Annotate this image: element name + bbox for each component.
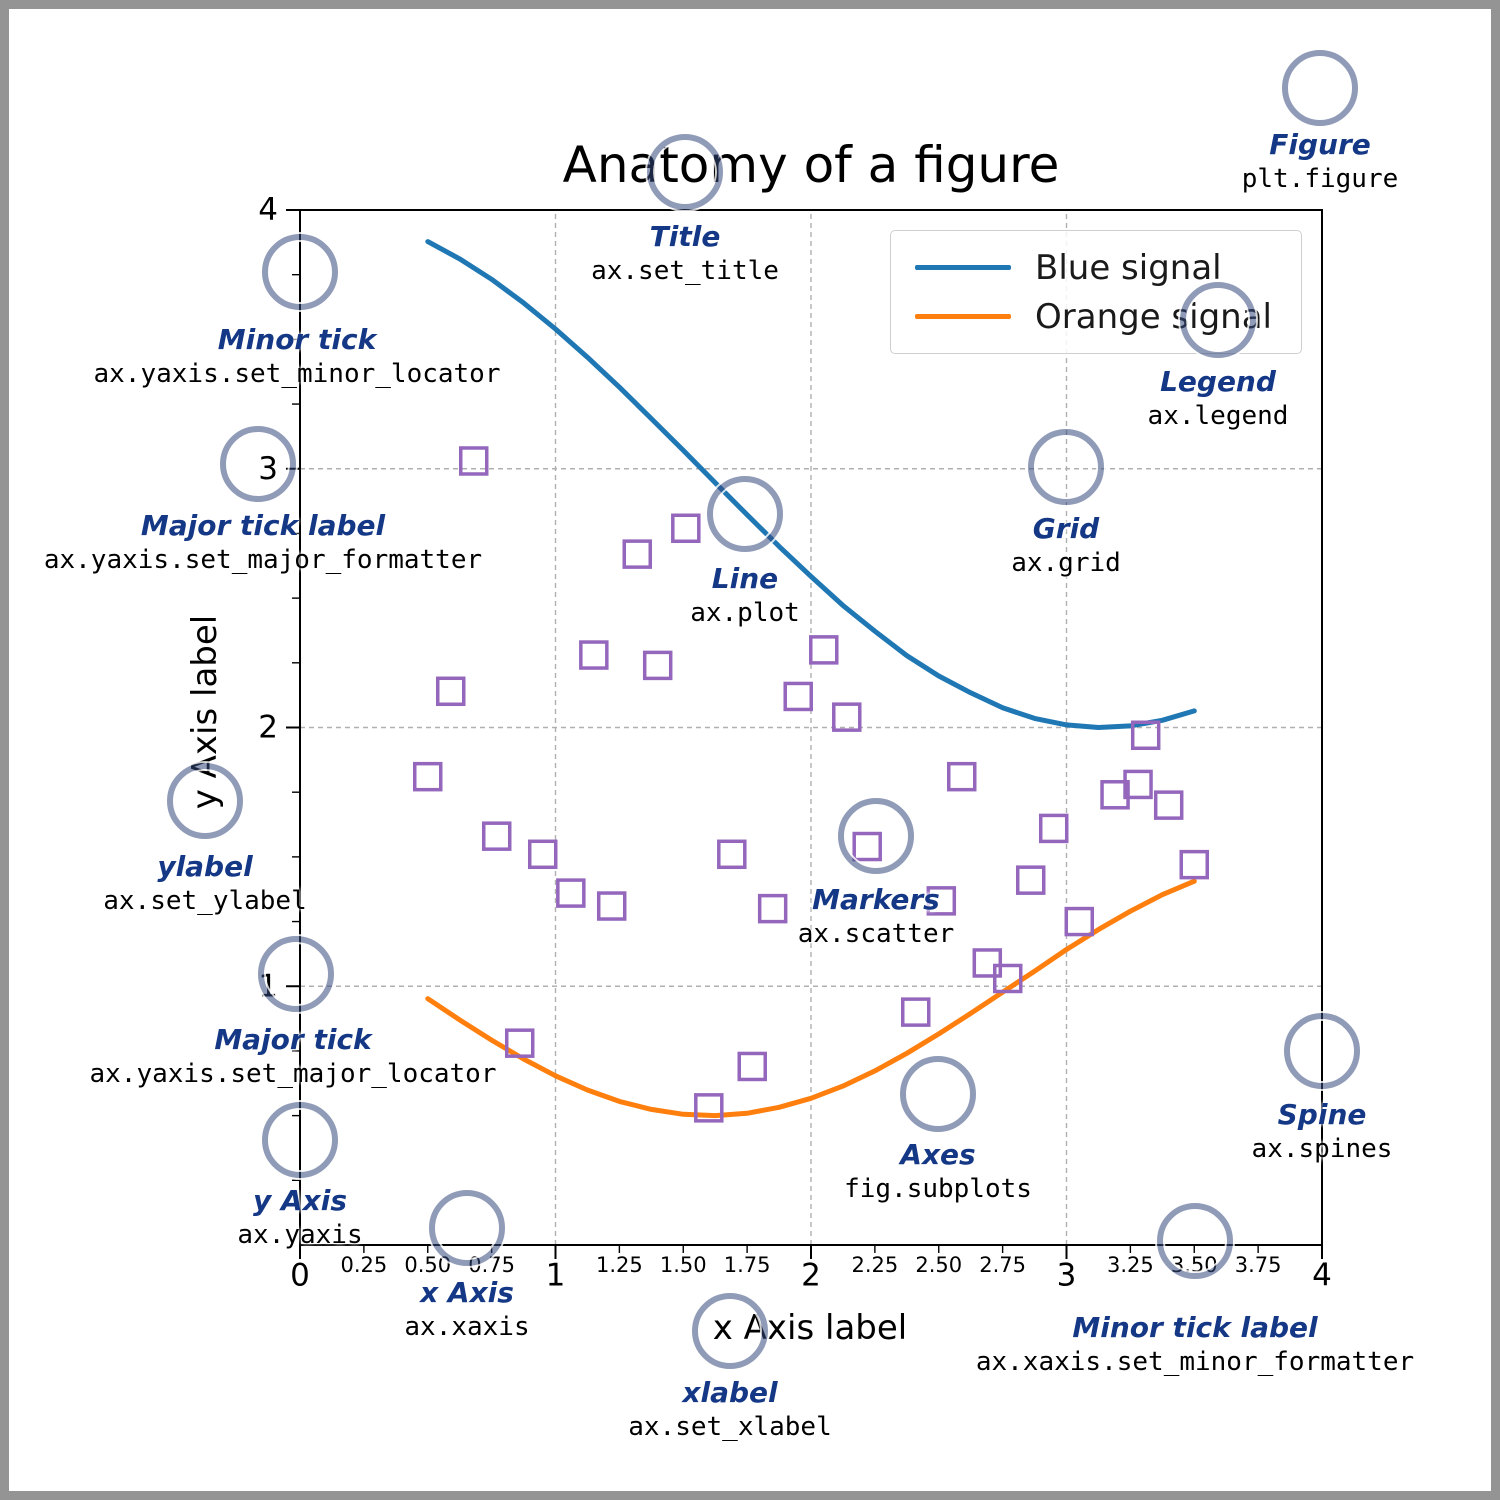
x-minor-tick-label: 1.75 — [724, 1253, 771, 1277]
scatter-marker — [1064, 906, 1095, 937]
scatter-marker — [852, 831, 882, 862]
x-minor-tick-label: 0.75 — [468, 1253, 515, 1277]
scatter-marker — [832, 702, 862, 732]
legend-label: Orange signal — [1035, 296, 1273, 337]
scatter-marker — [504, 1028, 535, 1058]
scatter-marker — [1123, 769, 1153, 800]
scatter-marker — [413, 761, 443, 792]
x-major-tick-label: 4 — [1312, 1257, 1332, 1293]
scatter-marker — [458, 446, 489, 476]
scatter-marker — [757, 893, 788, 924]
scatter-marker — [1130, 720, 1161, 751]
x-minor-tick-label: 1.25 — [596, 1253, 643, 1277]
scatter-marker — [596, 891, 627, 921]
x-major-tick-label: 1 — [546, 1257, 566, 1293]
scatter-marker — [481, 821, 512, 851]
scatter-marker — [527, 839, 558, 870]
scatter-marker — [671, 513, 701, 544]
scatter-marker — [1153, 790, 1184, 820]
legend-entry-orange: Orange signal — [915, 297, 1277, 337]
x-minor-tick-label: 3.50 — [1171, 1253, 1218, 1277]
scatter-marker — [992, 963, 1023, 994]
x-major-tick-label: 3 — [1057, 1257, 1077, 1293]
x-minor-tick-label: 2.50 — [915, 1253, 962, 1277]
y-major-tick-label: 4 — [258, 192, 278, 228]
scatter-marker — [579, 640, 609, 670]
scatter-marker — [556, 878, 586, 908]
scatter-marker — [717, 839, 747, 870]
x-minor-tick-label: 0.25 — [340, 1253, 387, 1277]
chart-title: Anatomy of a figure — [562, 136, 1060, 194]
x-axis-label: x Axis label — [712, 1308, 908, 1348]
scatter-marker — [694, 1093, 724, 1123]
legend-label: Blue signal — [1035, 247, 1222, 288]
scatter-marker — [946, 761, 977, 792]
scatter-marker — [809, 635, 839, 665]
scatter-marker — [1179, 849, 1209, 880]
scatter-marker — [1100, 780, 1130, 810]
scatter-marker — [737, 1051, 767, 1082]
scatter-marker — [622, 539, 653, 569]
line-blue-signal — [425, 239, 1197, 730]
scatter-marker — [642, 650, 673, 681]
scatter-marker — [901, 997, 931, 1027]
scatter-marker — [926, 886, 957, 916]
scatter-marker — [783, 681, 813, 712]
scatter-marker — [1038, 813, 1069, 844]
y-major-tick-label: 3 — [258, 451, 278, 487]
y-major-tick-label: 1 — [258, 968, 278, 1004]
blue-line-swatch — [915, 265, 1011, 270]
x-minor-tick-label: 0.50 — [404, 1253, 451, 1277]
line-orange-signal — [425, 878, 1197, 1119]
y-axis-label: y Axis label — [185, 614, 225, 810]
x-major-tick-label: 0 — [290, 1257, 310, 1293]
x-minor-tick-label: 2.25 — [851, 1253, 898, 1277]
y-major-tick-label: 2 — [258, 710, 278, 746]
legend-entry-blue: Blue signal — [915, 248, 1277, 288]
x-major-tick-label: 2 — [801, 1257, 821, 1293]
x-minor-tick-label: 2.75 — [979, 1253, 1026, 1277]
x-minor-tick-label: 3.25 — [1107, 1253, 1154, 1277]
x-minor-tick-label: 1.50 — [660, 1253, 707, 1277]
orange-line-swatch — [915, 314, 1011, 319]
scatter-marker — [1015, 865, 1046, 895]
x-minor-tick-label: 3.75 — [1235, 1253, 1282, 1277]
scatter-marker — [435, 676, 466, 707]
legend: Blue signal Orange signal — [890, 230, 1302, 354]
scatter-marker — [972, 948, 1003, 978]
